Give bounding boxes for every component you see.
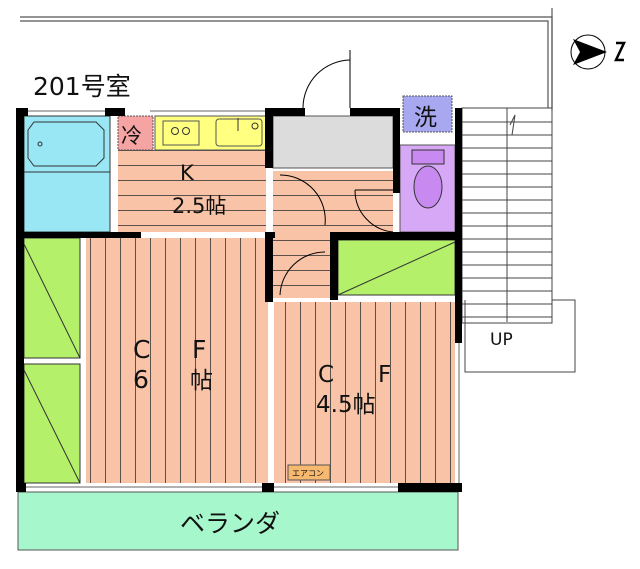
room6-f: F <box>192 335 206 364</box>
sink-icon <box>215 118 263 147</box>
door-swing <box>354 189 394 233</box>
windows <box>26 110 460 488</box>
entrance-door <box>302 50 351 109</box>
staircase <box>461 107 576 373</box>
unit-title: 201号室 <box>33 72 131 101</box>
hallway-floor <box>273 171 393 232</box>
door-swing <box>279 251 326 296</box>
door-swing <box>279 174 326 226</box>
veranda <box>17 491 459 551</box>
room6-c: C <box>133 335 150 364</box>
aircon <box>287 464 331 481</box>
western-room-4-5 <box>274 302 455 483</box>
fridge-label: 冷 <box>121 124 142 148</box>
stairs-up-label: UP <box>490 330 513 350</box>
room6-size: 6 <box>133 365 149 394</box>
closets <box>23 237 456 484</box>
bathtub-icon <box>27 121 105 167</box>
kitchen-counter <box>154 115 267 151</box>
toilet-tank-icon <box>411 149 445 165</box>
veranda-label: ベランダ <box>180 509 280 538</box>
western-room-6 <box>86 238 268 483</box>
washer <box>402 95 453 133</box>
fridge <box>117 115 154 151</box>
hallway-floor-lower <box>273 232 330 298</box>
room6-unit: 帖 <box>190 368 213 394</box>
walls <box>16 108 462 492</box>
exterior-corridor <box>20 8 553 110</box>
north-arrow-icon <box>570 34 626 70</box>
kitchen-floor <box>118 150 266 232</box>
aircon-label: エアコン <box>292 469 324 478</box>
toilet-bowl-icon <box>413 165 443 209</box>
room45-f: F <box>378 362 391 388</box>
washer-label: 洗 <box>414 105 437 131</box>
room45-c: C <box>318 362 334 388</box>
room45-size: 4.5帖 <box>316 392 376 418</box>
kitchen-size: 2.5帖 <box>172 194 226 218</box>
storage-closet <box>272 115 394 169</box>
stove-icon <box>162 120 200 146</box>
kitchen-type: K <box>180 161 195 185</box>
